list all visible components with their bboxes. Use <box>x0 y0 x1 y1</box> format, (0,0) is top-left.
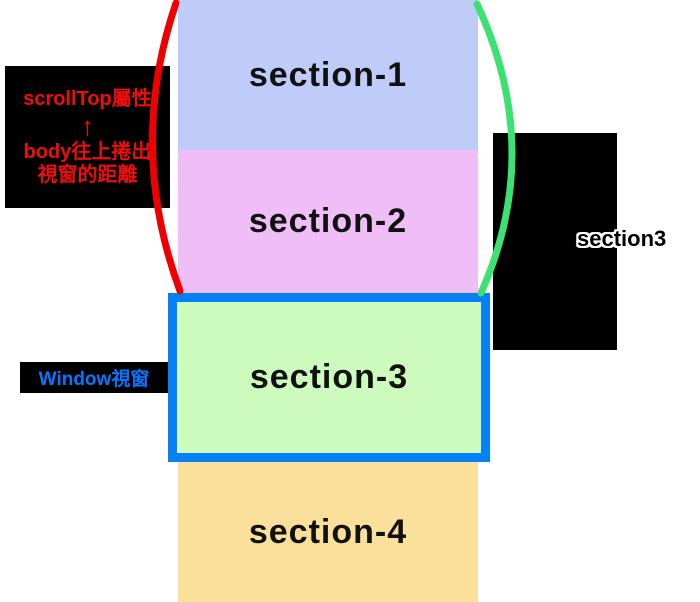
section-2-label: section-2 <box>248 202 408 240</box>
section-2-box: section-2 <box>178 150 478 293</box>
window-viewport-label-box: Window視窗 <box>20 362 168 393</box>
scrolltop-desc-line1: body往上捲出 <box>23 140 152 163</box>
up-arrow-icon: ↑ <box>81 110 94 141</box>
scrolltop-annotation-box: scrollTop屬性 ↑ body往上捲出 視窗的距離 <box>5 66 170 208</box>
section-3-label: section-3 <box>249 358 409 396</box>
section-3-window-box: section-3 <box>168 293 490 462</box>
section-4-label: section-4 <box>248 512 408 551</box>
section-1-label: section-1 <box>248 55 408 94</box>
scrolltop-property-label: scrollTop屬性 <box>23 87 152 110</box>
window-viewport-label: Window視窗 <box>38 369 150 390</box>
right-annotation-label: section3 <box>577 226 667 251</box>
section-1-box: section-1 <box>178 0 478 150</box>
scrolltop-desc-line2: 視窗的距離 <box>37 163 138 186</box>
section-4-box: section-4 <box>178 462 478 602</box>
